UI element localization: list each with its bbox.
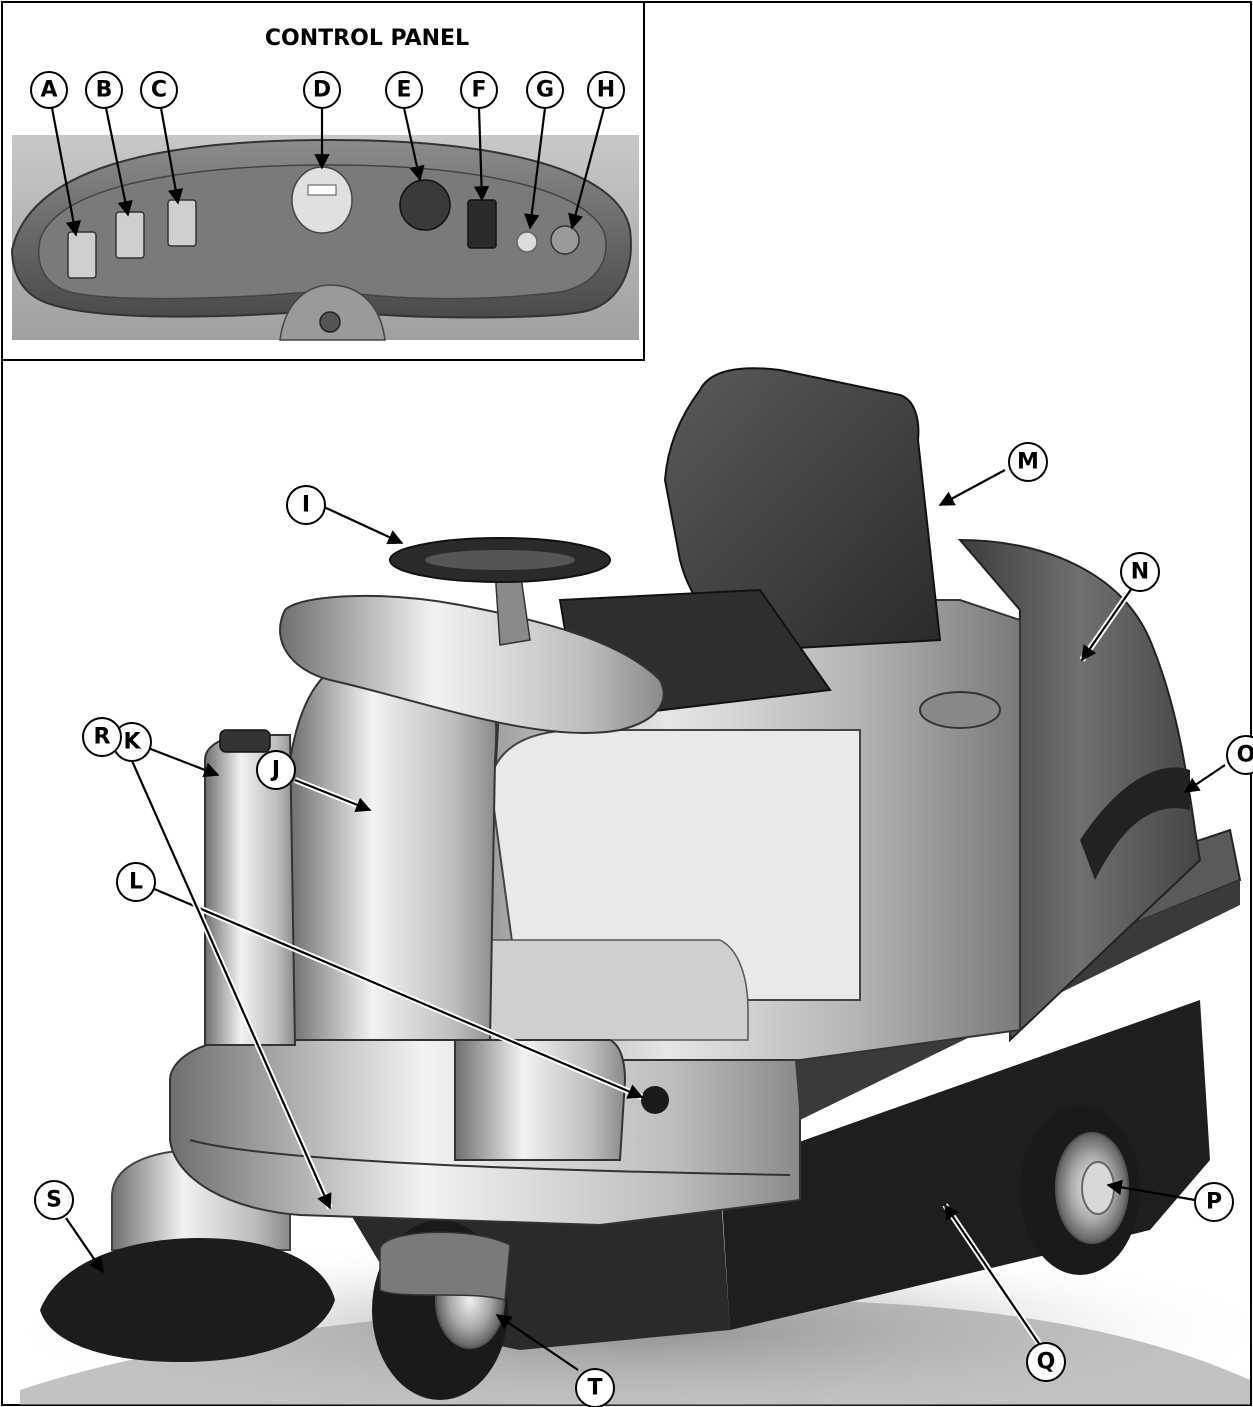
leader-o xyxy=(1183,764,1226,793)
leader-f xyxy=(473,107,490,202)
svg-text:Q: Q xyxy=(1037,1350,1056,1375)
leader-j xyxy=(294,778,372,813)
leader-l xyxy=(151,886,644,1099)
leader-g xyxy=(524,107,547,230)
control-panel-inset xyxy=(1,1,645,361)
horn-button xyxy=(399,179,451,231)
indicator-light xyxy=(516,231,538,253)
callout-p: P xyxy=(1194,1182,1234,1222)
callout-l: L xyxy=(116,862,156,902)
svg-text:R: R xyxy=(94,725,111,750)
leader-m xyxy=(938,469,1006,506)
callouts: CONTROL PANEL A B C D E F G H I J K L M … xyxy=(30,26,1253,1407)
svg-text:B: B xyxy=(96,78,113,103)
callout-h: H xyxy=(587,71,625,109)
svg-text:S: S xyxy=(46,1188,62,1213)
body-lower-panel xyxy=(484,939,749,1041)
callout-k: K xyxy=(112,722,152,762)
leader-q xyxy=(944,1203,1041,1346)
steering-wheel-inner xyxy=(425,550,575,570)
leader-t xyxy=(495,1314,579,1371)
body-recess xyxy=(488,729,861,1001)
callout-j: J xyxy=(256,750,296,790)
dashboard-hub-bolt xyxy=(319,311,341,333)
svg-text:L: L xyxy=(129,870,143,895)
cup-holder xyxy=(919,691,1001,729)
rocker-switch-b xyxy=(115,211,145,259)
svg-text:F: F xyxy=(471,78,486,103)
side-brush xyxy=(40,1238,335,1362)
svg-text:G: G xyxy=(536,78,554,103)
svg-text:I: I xyxy=(302,493,310,518)
callout-e: E xyxy=(385,71,423,109)
sweeper-illustration xyxy=(0,367,1253,1407)
lower-chassis xyxy=(720,1000,1210,1330)
callout-q: Q xyxy=(1026,1342,1066,1382)
hour-meter xyxy=(291,166,353,234)
svg-text:E: E xyxy=(396,78,411,103)
rear-wheel-cap xyxy=(1081,1161,1115,1215)
svg-text:K: K xyxy=(123,730,141,755)
callout-f: F xyxy=(460,71,498,109)
direction-switch xyxy=(467,199,497,249)
leader-e xyxy=(402,107,425,182)
control-panel-title: CONTROL PANEL xyxy=(265,26,469,51)
callout-r-real: R xyxy=(82,717,122,757)
floor-shadow xyxy=(20,1300,1250,1405)
callout-m: M xyxy=(1008,442,1048,482)
svg-text:C: C xyxy=(151,78,167,103)
leader-s xyxy=(65,1217,104,1274)
callout-t: T xyxy=(575,1368,615,1407)
leader-lines xyxy=(50,107,1226,1371)
callout-b: B xyxy=(85,71,123,109)
svg-text:T: T xyxy=(587,1376,602,1401)
callout-a: A xyxy=(30,71,68,109)
callout-s: S xyxy=(34,1180,74,1220)
rocker-switch-a xyxy=(67,231,97,279)
panel-key-switch xyxy=(550,225,580,255)
leader-a xyxy=(50,107,81,237)
leader-k xyxy=(147,746,220,778)
leader-h xyxy=(568,107,606,230)
svg-text:J: J xyxy=(270,758,280,783)
svg-text:A: A xyxy=(40,78,57,103)
rocker-switch-c xyxy=(167,199,197,247)
hopper-vent xyxy=(1080,767,1190,880)
leader-n xyxy=(1081,587,1133,662)
leader-b xyxy=(104,107,133,217)
leader-c xyxy=(159,107,184,205)
callout-o: O xyxy=(1226,735,1253,775)
leader-r xyxy=(123,744,332,1210)
column-front-foot xyxy=(454,1039,627,1161)
svg-text:M: M xyxy=(1017,450,1039,475)
callout-g: G xyxy=(526,71,564,109)
bumper-seam xyxy=(189,1139,791,1176)
svg-text:N: N xyxy=(1131,560,1149,585)
callout-i: I xyxy=(286,485,326,525)
svg-text:D: D xyxy=(313,78,331,103)
pedal-knob xyxy=(641,1086,669,1114)
leader-p xyxy=(1106,1179,1196,1202)
svg-text:H: H xyxy=(597,78,615,103)
callout-n: N xyxy=(1120,552,1160,592)
hour-meter-display xyxy=(307,184,337,196)
front-wheel-fork xyxy=(379,1231,511,1301)
callout-d: D xyxy=(303,71,341,109)
callout-c: C xyxy=(140,71,178,109)
key-switch xyxy=(219,729,271,753)
leader-i xyxy=(323,506,404,545)
dash-tray xyxy=(279,594,665,734)
svg-text:P: P xyxy=(1206,1190,1222,1215)
svg-text:O: O xyxy=(1237,743,1253,768)
